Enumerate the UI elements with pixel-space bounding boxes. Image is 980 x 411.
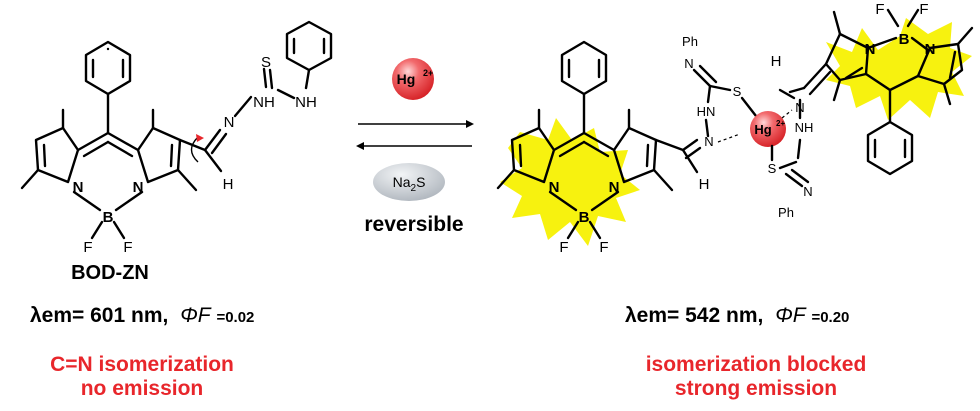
right-atom-hg: Hg: [754, 122, 771, 137]
reagent-hg-charge: 2+: [423, 68, 433, 78]
right-atom-f1: F: [559, 239, 568, 256]
left-atom-s: S: [261, 54, 271, 71]
left-atom-f1: F: [83, 239, 92, 256]
right-atom-n1: N: [549, 179, 560, 196]
right-atom-r-b: B: [899, 31, 910, 48]
right-atom-r-f1: F: [875, 1, 884, 18]
right-quantum-yield-value: =0.20: [811, 309, 849, 326]
svg-text:λem= 601 nm, ΦF =0: λem= 601 nm, ΦF =0.02: [30, 304, 254, 327]
reagent-na2s: Na2S: [393, 174, 426, 194]
right-atom-r-n2: N: [925, 41, 936, 58]
right-atom-bot-n: N: [795, 100, 804, 115]
left-atom-b: B: [103, 209, 114, 226]
svg-text:λem= 542 nm, ΦF =0: λem= 542 nm, ΦF =0.20: [625, 304, 849, 327]
left-emission-wavelength: λem= 601 nm,: [30, 304, 168, 327]
complex-mercury-sphere: [750, 111, 786, 147]
fluorescence-highlight-right: [826, 18, 972, 120]
right-atom-top-hn: HN: [697, 104, 716, 119]
left-emission-line: λem= 601 nm, ΦF =0.02: [30, 304, 254, 327]
left-atom-imine-n: N: [224, 114, 235, 131]
left-atom-n1: N: [73, 179, 84, 196]
right-atom-top-ph: Ph: [682, 34, 698, 49]
right-atom-bot-nh: NH: [795, 120, 814, 135]
right-atom-top-n2: N: [704, 134, 713, 149]
hg-complex-structure: N N B F F H Ph N S HN N Hg 2+ N NH S N P…: [496, 1, 974, 256]
sulfide-reagent-pill: [373, 163, 445, 201]
right-emission-wavelength: λem= 542 nm,: [625, 304, 763, 327]
right-status-line-1: isomerization blocked: [646, 353, 867, 376]
right-atom-r-n1: N: [865, 41, 876, 58]
left-atom-f2: F: [123, 239, 132, 256]
right-quantum-yield-symbol: ΦF: [775, 304, 807, 327]
left-pyrrole-b: [136, 126, 182, 184]
right-atom-b: B: [579, 209, 590, 226]
bod-zn-structure: N N B F F N NH S NH H: [20, 20, 333, 256]
compound-name-label: BOD-ZN: [71, 262, 149, 284]
mercury-ion-sphere: [392, 58, 434, 100]
left-atom-nh-2: NH: [295, 94, 317, 111]
left-quantum-yield-symbol: ΦF: [180, 304, 212, 327]
right-atom-top-n: N: [684, 56, 693, 71]
right-atom-bot-n2: N: [803, 184, 812, 199]
reversible-label: reversible: [364, 213, 463, 236]
fluorescence-highlight-left: [500, 118, 640, 246]
left-atom-h: H: [223, 176, 234, 193]
right-atom-n2: N: [609, 179, 620, 196]
right-atom-hg-charge: 2+: [776, 119, 785, 128]
right-atom-r-h: H: [771, 53, 782, 70]
left-quantum-yield-value: =0.02: [216, 309, 254, 326]
reaction-arrows: Hg 2+ Na2S reversible: [356, 58, 474, 236]
right-atom-h: H: [699, 176, 710, 193]
right-atom-bot-ph: Ph: [778, 205, 794, 220]
left-status-line-2: no emission: [81, 377, 204, 400]
right-atom-bot-s: S: [768, 161, 777, 176]
right-status-line-2: strong emission: [675, 377, 837, 400]
left-status-line-1: C=N isomerization: [50, 353, 234, 376]
right-atom-f2: F: [599, 239, 608, 256]
right-atom-r-f2: F: [919, 1, 928, 18]
left-atom-nh-1: NH: [253, 94, 275, 111]
right-emission-line: λem= 542 nm, ΦF =0.20: [625, 304, 849, 327]
reagent-hg-symbol: Hg: [397, 71, 416, 87]
left-pyrrole-a: [34, 126, 80, 184]
right-atom-top-s: S: [733, 84, 742, 99]
isomerization-arrow: [190, 136, 199, 163]
left-atom-n2: N: [133, 179, 144, 196]
